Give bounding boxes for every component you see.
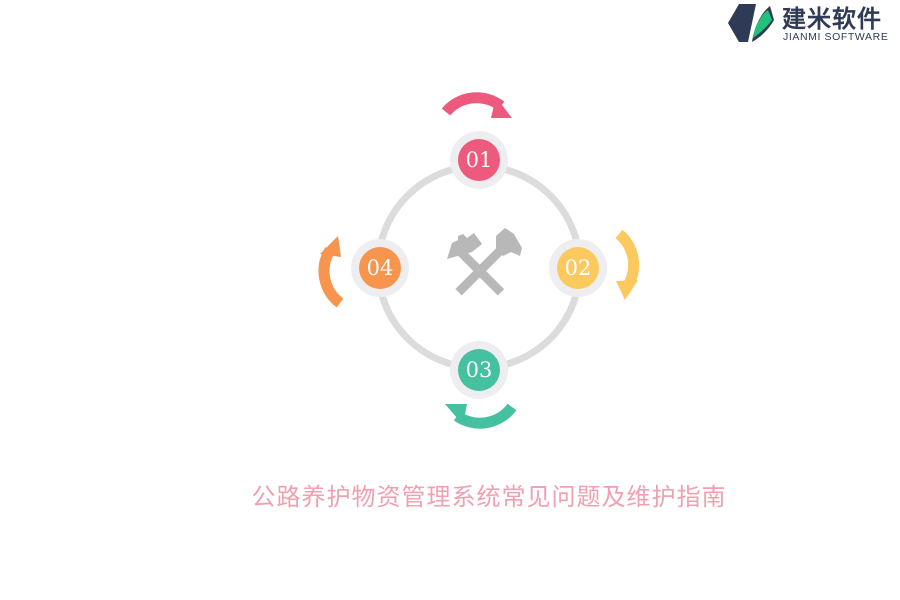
arrow-left-icon bbox=[318, 236, 344, 308]
step-node-02: 02 bbox=[549, 239, 607, 297]
crossed-hammers-icon bbox=[447, 228, 522, 296]
brand-logo: 建米软件 JIANMI SOFTWARE bbox=[724, 0, 900, 46]
brand-name-en: JIANMI SOFTWARE bbox=[783, 31, 889, 43]
jianmi-logo-icon bbox=[728, 4, 774, 42]
arrow-bottom-icon bbox=[445, 403, 517, 429]
page-title: 公路养护物资管理系统常见问题及维护指南 bbox=[251, 483, 727, 511]
step-node-01: 01 bbox=[450, 131, 508, 189]
step-node-04: 04 bbox=[351, 239, 409, 297]
step-badge-03: 03 bbox=[458, 349, 500, 391]
brand-name-cn: 建米软件 bbox=[782, 5, 882, 33]
step-badge-02: 02 bbox=[557, 247, 599, 289]
step-node-03: 03 bbox=[450, 341, 508, 399]
step-badge-04: 04 bbox=[359, 247, 401, 289]
step-badge-01: 01 bbox=[458, 139, 500, 181]
arrow-top-icon bbox=[441, 92, 512, 118]
arrow-right-icon bbox=[615, 229, 640, 300]
